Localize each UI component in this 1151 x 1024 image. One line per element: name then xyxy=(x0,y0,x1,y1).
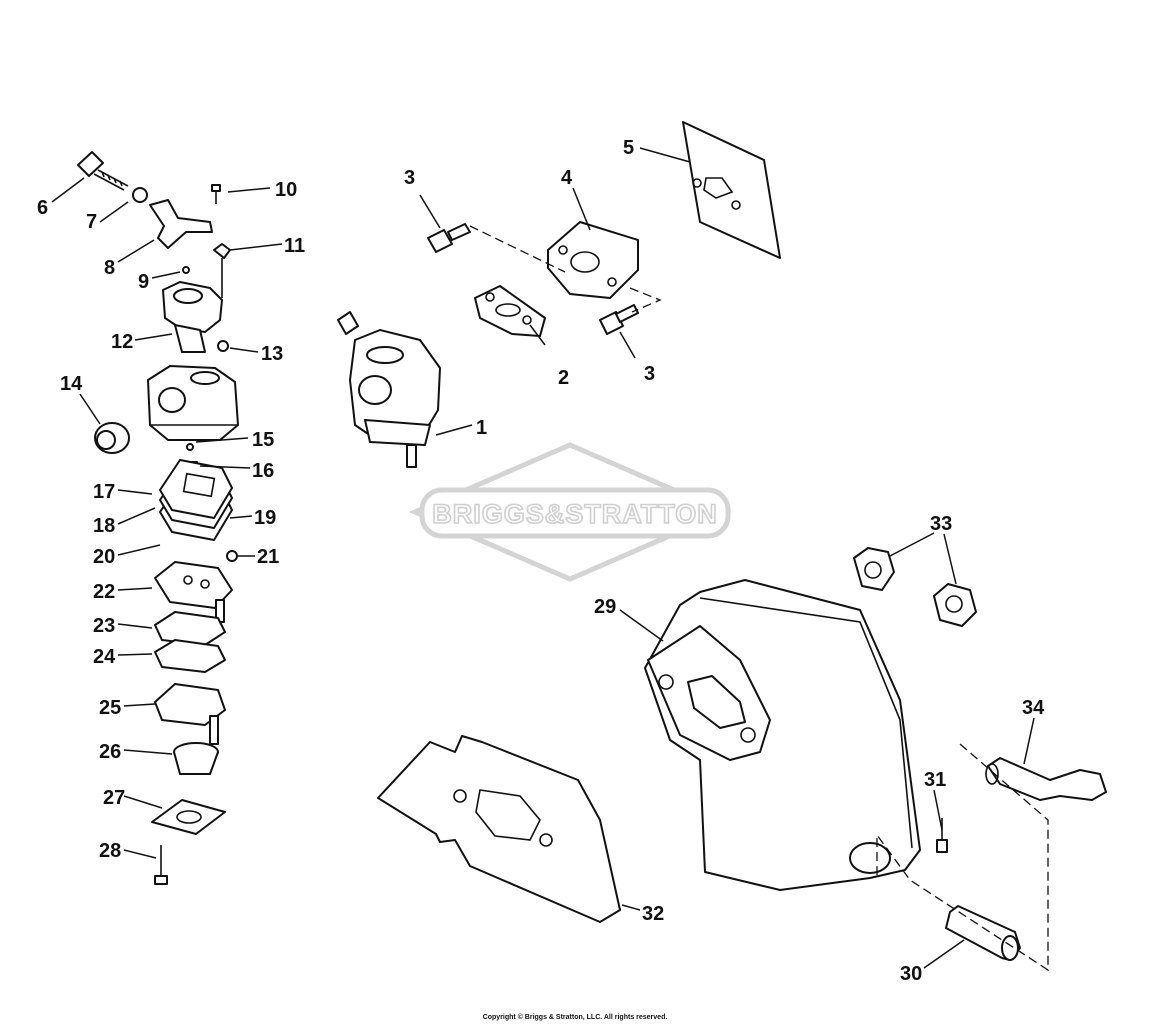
callout-33: 33 xyxy=(930,513,952,535)
watermark-logo: BRIGGS&STRATTON xyxy=(408,442,732,582)
callout-1: 1 xyxy=(476,417,487,439)
callout-27: 27 xyxy=(103,787,125,809)
part-31-screw xyxy=(936,818,948,853)
part-7-nut xyxy=(132,187,148,203)
part-4-adapter xyxy=(547,221,639,299)
part-1-carburetor-assembly xyxy=(337,311,441,468)
callout-18: 18 xyxy=(93,515,115,537)
part-33-nut-right xyxy=(933,583,977,627)
part-26-cup xyxy=(173,742,219,775)
part-11-needle xyxy=(213,243,231,298)
part-12-body xyxy=(162,281,223,353)
part-10-screw xyxy=(211,184,221,204)
callout-24: 24 xyxy=(93,646,116,668)
callout-10: 10 xyxy=(275,179,297,201)
part-15-washer xyxy=(186,443,194,451)
callout-30: 30 xyxy=(900,963,922,985)
callout-34: 34 xyxy=(1022,697,1045,719)
callout-25: 25 xyxy=(99,697,121,719)
callout-8: 8 xyxy=(104,257,115,279)
callout-17: 17 xyxy=(93,481,115,503)
part-5-gasket xyxy=(682,121,781,259)
callout-32: 32 xyxy=(642,903,664,925)
alignment-line-lower xyxy=(629,287,662,313)
part-6-screw xyxy=(77,151,129,191)
part-21-ring xyxy=(226,550,238,562)
callout-16: 16 xyxy=(252,460,274,482)
callout-21: 21 xyxy=(257,546,279,568)
callout-29: 29 xyxy=(594,596,616,618)
callout-13: 13 xyxy=(261,343,283,365)
part-13-clip xyxy=(217,340,229,352)
callout-9: 9 xyxy=(138,271,149,293)
callout-11: 11 xyxy=(284,235,305,257)
part-32-heat-shield xyxy=(377,735,621,923)
part-22-pump-body xyxy=(154,561,233,623)
part-9-pin xyxy=(182,266,190,274)
callout-7: 7 xyxy=(86,211,97,233)
callout-2: 2 xyxy=(558,367,569,389)
callout-28: 28 xyxy=(99,840,121,862)
part-24-gasket xyxy=(154,639,226,673)
part-14-seal xyxy=(94,422,130,454)
callout-22: 22 xyxy=(93,581,115,603)
part-28-screw xyxy=(154,845,168,885)
part-29-muffler xyxy=(644,579,921,891)
part-23-diaphragm xyxy=(154,611,226,646)
callout-19: 19 xyxy=(254,507,276,529)
part-17-20-gasket-stack xyxy=(159,459,233,541)
part-27-plate xyxy=(151,799,226,835)
callout-31: 31 xyxy=(924,769,946,791)
callout-4: 4 xyxy=(561,167,573,189)
callout-14: 14 xyxy=(60,373,83,395)
callout-26: 26 xyxy=(99,741,121,763)
callout-12: 12 xyxy=(111,331,133,353)
part-3-screw-upper xyxy=(427,223,471,253)
alignment-line-exhaust xyxy=(876,743,1049,972)
leader-lines xyxy=(51,147,1035,969)
callout-23: 23 xyxy=(93,615,115,637)
alignment-line-upper xyxy=(469,225,566,273)
copyright-text: Copyright © Briggs & Stratton, LLC. All … xyxy=(483,1013,668,1021)
part-25-cover xyxy=(154,683,226,745)
callout-3-lower: 3 xyxy=(644,363,655,385)
callout-20: 20 xyxy=(93,546,115,568)
callout-15: 15 xyxy=(252,429,274,451)
callout-labels: 1 2 3 3 4 5 6 7 8 9 10 11 12 13 14 15 16… xyxy=(37,137,1045,985)
part-30-spark-arrestor xyxy=(945,905,1021,961)
callout-5: 5 xyxy=(623,137,634,159)
part-33-nut-left xyxy=(853,547,895,591)
part-2-gasket xyxy=(474,285,546,337)
part-8-bracket xyxy=(149,199,213,249)
part-3-screw-lower xyxy=(599,304,639,335)
callout-6: 6 xyxy=(37,197,48,219)
watermark-text: BRIGGS&STRATTON xyxy=(432,499,718,529)
part-34-exhaust-tube xyxy=(985,757,1107,801)
callout-3-upper: 3 xyxy=(404,167,415,189)
carburetor-main-body xyxy=(147,365,239,441)
